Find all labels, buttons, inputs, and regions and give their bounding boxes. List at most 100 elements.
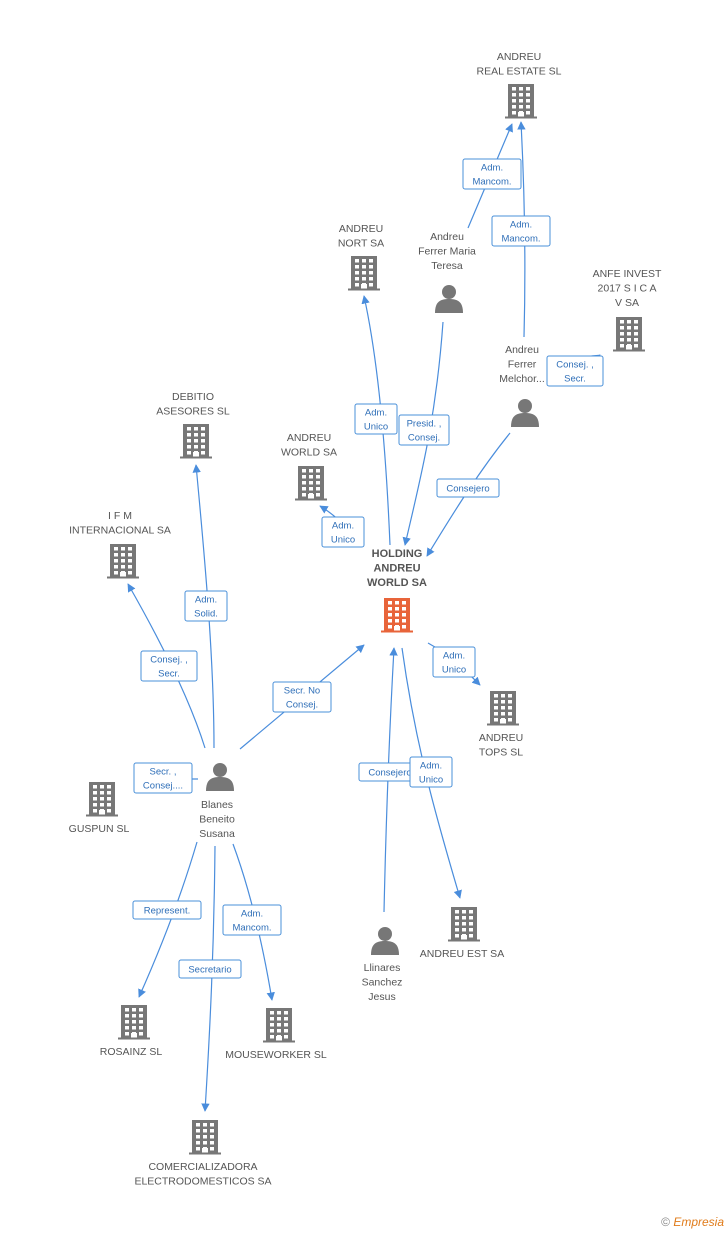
edge-label-susana-to-guspun[interactable]: Secr. ,Consej.... [133,762,193,794]
person-icon [511,399,539,427]
node-comercializadora[interactable]: COMERCIALIZADORA ELECTRODOMESTICOS SA [134,1120,272,1188]
edge-label-text: Consej.... [143,781,183,792]
edge-label-box [222,904,282,936]
edge-label-text: Unico [364,422,388,433]
node-label: WORLD SA [281,447,337,459]
node-label: ANDREU [479,732,523,744]
edge-label-text: Adm. [510,220,532,231]
edge-label-susana-to-comercializadora[interactable]: Secretario [178,959,242,979]
edge-label-box [491,215,551,247]
edge-susana-to-rosainz [138,841,198,998]
node-label: ELECTRODOMESTICOS SA [134,1176,271,1188]
edge-label-text: Consejero [368,768,411,779]
building-icon [86,782,118,817]
edge-label-text: Consejero [446,484,489,495]
node-label: ANDREU [339,223,383,235]
edge-label-box [354,403,398,435]
edge-label-text: Secretario [188,965,231,976]
edge-label-holding-to-andreu_world[interactable]: Adm.Unico [321,516,365,548]
node-label: 2017 S I C A [598,283,657,295]
edge-label-box [132,900,202,920]
edge-label-susana-to-ifm[interactable]: Consej. , Secr. [140,650,198,682]
edge-label-susana-to-debitio[interactable]: Adm.Solid. [184,590,228,622]
node-rosainz[interactable]: ROSAINZ SL [100,1005,163,1058]
node-label: Blanes [201,799,233,811]
edge-label-text: Unico [331,535,355,546]
node-label: Jesus [368,991,395,1003]
edge-label-text: Adm. [481,163,503,174]
node-andreu-world[interactable]: ANDREU WORLD SA [281,432,337,501]
edge-label-teresa-to-andreu_real_estate[interactable]: Adm. Mancom. [462,158,522,190]
edge-label-box [184,590,228,622]
edge-label-text: Unico [419,775,443,786]
edge-label-holding-to-andreu_est[interactable]: Adm.Unico [409,756,453,788]
edge-label-box [178,959,242,979]
edge-label-text: Unico [442,665,466,676]
edge-label-text: Mancom. [501,234,540,245]
edge-label-text: Mancom. [232,923,271,934]
node-andreu-nort[interactable]: ANDREU NORT SA [338,223,384,291]
edge-teresa-to-holding [402,321,444,546]
node-label: Melchor... [499,373,545,385]
node-label: ANDREU [373,563,420,575]
edge-label-susana-to-holding[interactable]: Secr. No Consej. [272,681,332,713]
edge-label-box [321,516,365,548]
node-label: ANDREU EST SA [420,948,504,960]
edge-susana-to-comercializadora [201,845,216,1112]
copyright-symbol: © [661,1215,670,1229]
edge-label-melchor-to-anfe[interactable]: Consej. ,Secr. [546,355,604,387]
node-label: COMERCIALIZADORA [148,1161,257,1173]
node-label: Beneito [199,814,235,826]
edge-label-melchor-to-holding[interactable]: Consejero [436,478,500,498]
edge-label-text: Adm. [443,651,465,662]
edge-label-susana-to-mouseworker[interactable]: Adm.Mancom. [222,904,282,936]
edge-label-text: Represent. [144,906,190,917]
edge-label-text: Adm. [195,595,217,606]
edge-label-text: Secr. No [284,686,320,697]
edge-label-text: Consej. , [556,360,594,371]
building-icon [381,598,413,633]
node-melchor[interactable]: AndreuFerrerMelchor... [499,344,545,427]
edge-label-text: Consej. , [150,655,188,666]
node-label: I F M [108,510,132,522]
node-andreu-tops[interactable]: ANDREU TOPS SL [479,691,523,759]
building-icon [448,907,480,942]
edge-label-holding-to-andreu_tops[interactable]: Adm. Unico [432,646,476,678]
node-label: ROSAINZ SL [100,1046,163,1058]
brand-logo-text: Empresia [673,1215,724,1229]
node-mouseworker[interactable]: MOUSEWORKER SL [225,1008,327,1061]
building-icon [505,84,537,119]
edge-label-text: Consej. [286,700,318,711]
edge-label-holding-to-andreu_nort[interactable]: Adm.Unico [354,403,398,435]
node-label: TOPS SL [479,747,523,759]
edge-label-susana-to-rosainz[interactable]: Represent. [132,900,202,920]
edge-label-box [436,478,500,498]
edge-label-text: Secr. [158,669,180,680]
node-andreu-est[interactable]: ANDREU EST SA [420,907,504,960]
edge-label-box [398,414,450,446]
node-label: NORT SA [338,238,384,250]
node-label: ANDREU [287,432,331,444]
node-guspun[interactable]: GUSPUN SL [69,782,130,835]
node-label: ANFE INVEST [593,268,662,280]
edge-label-melchor-to-andreu_real_estate[interactable]: Adm. Mancom. [491,215,551,247]
building-icon [189,1120,221,1155]
edge-label-box [462,158,522,190]
node-label: Andreu [430,231,464,243]
edge-label-text: Presid. , [407,419,442,430]
building-icon [107,544,139,579]
footer-credit: © Empresia [661,1215,724,1229]
edge-label-text: Mancom. [472,177,511,188]
node-label: ASESORES SL [156,406,230,418]
edge-label-teresa-to-holding[interactable]: Presid. ,Consej. [398,414,450,446]
